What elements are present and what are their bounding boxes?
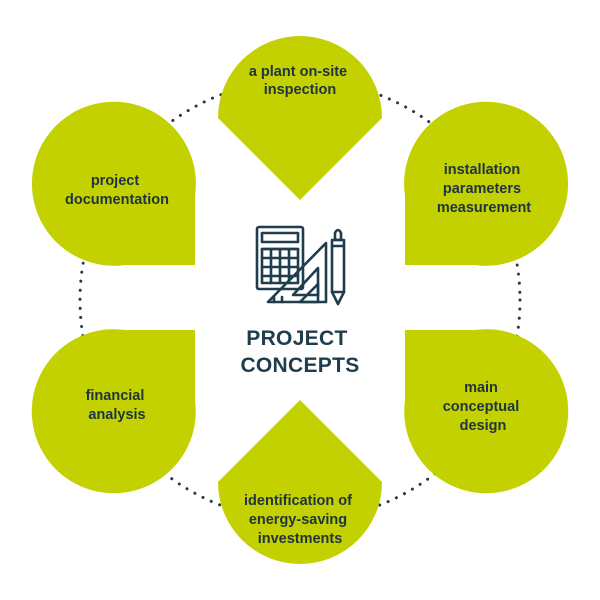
- petal-label-line: project: [91, 173, 140, 189]
- center-title-line-2: CONCEPTS: [240, 354, 359, 377]
- drafting-tools-icon: [255, 225, 346, 306]
- svg-text:financial analysis: financial analysis: [86, 388, 149, 423]
- petal-shape: [218, 36, 382, 200]
- petal-label-line: measurement: [437, 200, 531, 216]
- petal-label-line: a plant on-site: [249, 64, 347, 80]
- petal-shape: [218, 400, 382, 564]
- petal-label-line: parameters: [443, 181, 521, 197]
- petal-label-line: main: [464, 380, 498, 396]
- petal-label-line: financial: [86, 388, 145, 404]
- petal-top: a plant on-site inspection: [218, 36, 382, 200]
- petal-label-line: design: [460, 418, 507, 434]
- petal-label-line: investments: [258, 531, 343, 547]
- petal-upper-right: installation parameters measurement: [404, 101, 569, 266]
- petal-shape: [31, 329, 196, 494]
- petal-bottom: identification of energy-saving investme…: [218, 400, 382, 564]
- center-title-line-1: PROJECT: [246, 327, 347, 350]
- center-title: PROJECT CONCEPTS: [240, 327, 359, 377]
- svg-text:project documentation: project documentation: [65, 173, 169, 208]
- petal-label-line: energy-saving: [249, 512, 347, 528]
- petal-label-line: conceptual: [443, 399, 520, 415]
- petal-label-line: documentation: [65, 192, 169, 208]
- petal-label-line: identification of: [244, 493, 352, 509]
- petal-shape: [31, 101, 196, 266]
- svg-text:installation parameters: installation parameters measurement: [437, 162, 531, 216]
- petal-shape: [404, 329, 569, 494]
- petal-label-line: analysis: [88, 407, 145, 423]
- petal-lower-left: financial analysis: [31, 329, 196, 494]
- svg-text:main conceptual de: main conceptual design: [443, 380, 524, 434]
- petal-label-line: installation: [444, 162, 521, 178]
- petal-shape: [404, 101, 569, 266]
- svg-text:identification of energy: identification of energy-saving investme…: [244, 493, 356, 547]
- petal-label-line: inspection: [264, 82, 337, 98]
- svg-text:a plant on-site inspecti: a plant on-site inspection: [249, 64, 351, 98]
- petal-lower-right: main conceptual design: [404, 329, 569, 494]
- petal-upper-left: project documentation: [31, 101, 196, 266]
